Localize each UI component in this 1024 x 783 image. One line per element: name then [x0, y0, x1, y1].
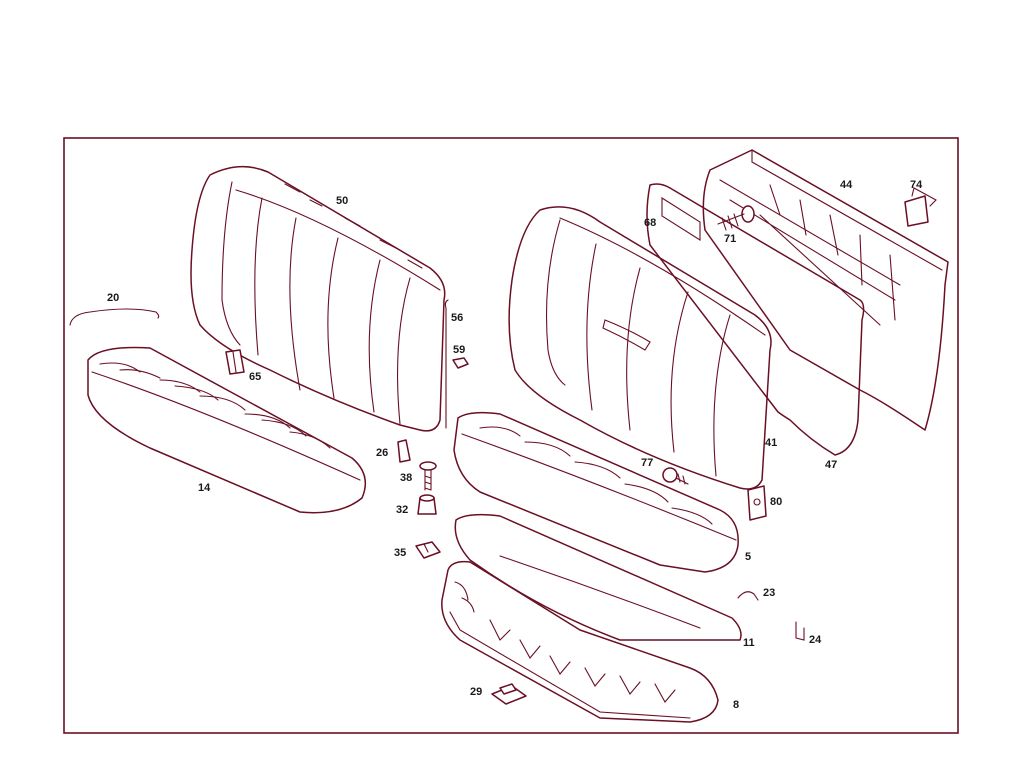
- part-20-wire: [69, 308, 160, 326]
- callout-32: 32: [396, 504, 408, 516]
- part-77-screw: [662, 467, 689, 485]
- callout-65: 65: [249, 371, 261, 383]
- part-59-clip: [452, 357, 469, 369]
- part-38-screw: [419, 461, 437, 491]
- callout-8: 8: [733, 699, 739, 711]
- callout-50: 50: [336, 195, 348, 207]
- callout-59: 59: [453, 344, 465, 356]
- callout-5: 5: [745, 551, 751, 563]
- part-65-bracket: [225, 349, 245, 375]
- callout-80: 80: [770, 496, 782, 508]
- part-32-bushing: [417, 494, 437, 515]
- diagram-frame: [63, 137, 959, 734]
- callout-24: 24: [809, 634, 822, 646]
- part-35-clip-nut: [415, 541, 441, 559]
- part-74-bracket: [904, 187, 937, 227]
- part-41-front-backrest: [508, 206, 772, 490]
- callout-74: 74: [910, 179, 923, 191]
- callout-23: 23: [763, 587, 775, 599]
- callout-68: 68: [644, 217, 656, 229]
- callout-20: 20: [107, 292, 119, 304]
- callout-71: 71: [724, 233, 736, 245]
- callout-44: 44: [840, 179, 853, 191]
- part-80-bracket: [747, 485, 767, 521]
- part-11-cushion-pad: [454, 513, 742, 641]
- callout-29: 29: [470, 686, 482, 698]
- callout-14: 14: [198, 482, 211, 494]
- part-23-wire-clip: [737, 591, 759, 601]
- part-26-clip: [397, 439, 411, 463]
- callout-38: 38: [400, 472, 412, 484]
- callout-41: 41: [765, 437, 777, 449]
- callout-56: 56: [451, 312, 463, 324]
- part-24-clip: [795, 621, 805, 641]
- callout-11: 11: [743, 637, 755, 649]
- callout-35: 35: [394, 547, 406, 559]
- callout-47: 47: [825, 459, 837, 471]
- part-5-front-cushion: [453, 411, 739, 573]
- part-8-seat-frame: [441, 560, 719, 723]
- part-56-rod: [444, 299, 449, 429]
- part-71-bolt: [717, 205, 755, 231]
- part-47-backrest-panel: [646, 183, 865, 456]
- part-44-frame: [702, 149, 949, 431]
- callout-77: 77: [641, 457, 653, 469]
- part-50-rear-backrest: [190, 166, 446, 432]
- part-14-rear-cushion: [87, 346, 367, 514]
- part-29-clip: [491, 683, 527, 705]
- callout-26: 26: [376, 447, 388, 459]
